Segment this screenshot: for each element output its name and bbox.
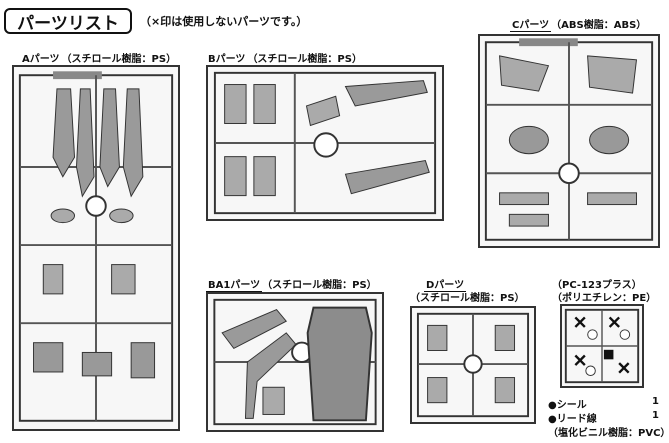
b-parts-material: （スチロール樹脂：PS） xyxy=(247,54,362,65)
a-parts-runner xyxy=(12,65,180,431)
b-parts-drawing xyxy=(213,71,437,215)
ba1-parts-name: BA1パーツ xyxy=(206,280,263,292)
a-parts-name: Aパーツ xyxy=(20,54,62,66)
d-parts-material: （スチロール樹脂：PS） xyxy=(410,293,525,304)
ba1-parts-material: （スチロール樹脂：PS） xyxy=(262,280,377,291)
d-parts-runner xyxy=(410,306,536,424)
a-parts-drawing xyxy=(18,71,174,422)
c-parts-material: （ABS樹脂：ABS） xyxy=(551,20,647,31)
a-parts-label: Aパーツ（スチロール樹脂：PS） xyxy=(20,50,177,66)
c-parts-drawing xyxy=(484,38,654,241)
lead-label: ●リード線 xyxy=(548,414,597,425)
c-parts-label: Cパーツ（ABS樹脂：ABS） xyxy=(510,16,647,32)
c-parts-runner xyxy=(478,34,660,248)
ba1-parts-runner xyxy=(206,292,384,432)
seal-label: ●シール xyxy=(548,400,587,411)
title-note: （×印は使用しないパーツです。） xyxy=(140,15,308,28)
b-parts-name: Bパーツ xyxy=(206,54,248,66)
pc-parts-material: （ポリエチレン：PE） xyxy=(552,293,657,304)
pc-parts-drawing xyxy=(564,308,640,384)
d-parts-label: Dパーツ xyxy=(424,276,467,292)
c-parts-name: Cパーツ xyxy=(510,20,552,32)
seal-count: 1 xyxy=(652,396,659,407)
a-parts-material: （スチロール樹脂：PS） xyxy=(61,54,177,65)
d-parts-drawing xyxy=(416,312,530,418)
lead-material: （塩化ビニル樹脂：PVC） xyxy=(548,428,669,439)
lead-count: 1 xyxy=(652,410,659,421)
d-parts-name: Dパーツ xyxy=(424,280,467,292)
b-parts-runner xyxy=(206,65,444,221)
ba1-parts-label: BA1パーツ（スチロール樹脂：PS） xyxy=(206,276,377,292)
page-title: パーツリスト xyxy=(4,8,132,34)
ba1-parts-drawing xyxy=(213,298,377,426)
pc-parts-runner xyxy=(560,304,644,388)
b-parts-label: Bパーツ（スチロール樹脂：PS） xyxy=(206,50,362,66)
pc-parts-name: （PC-123プラス） xyxy=(552,280,642,291)
